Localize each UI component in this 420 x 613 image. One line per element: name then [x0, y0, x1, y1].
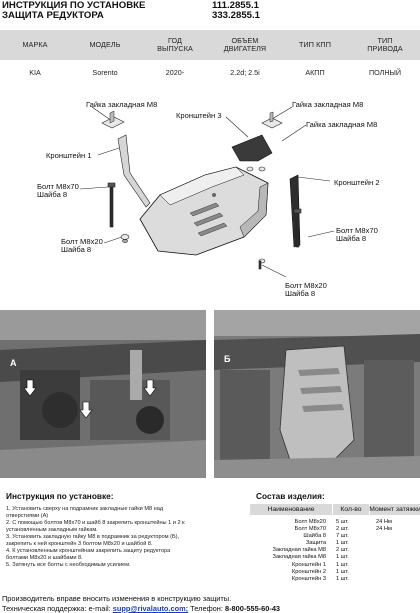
footer-disclaimer: Производитель вправе вносить изменения в…	[2, 594, 232, 603]
diagram-drawing	[79, 106, 335, 278]
doc-code-1: 111.2855.1	[212, 0, 259, 11]
footer-support: Техническая поддержка: e-mail: supp@riva…	[2, 604, 281, 613]
instruction-line: закрепить к ней кронштейн 3 болтом М8х20…	[6, 540, 153, 547]
spec-header-band	[0, 30, 420, 60]
support-phone: 8-800-555-60-43	[224, 604, 281, 613]
nut-left-shape	[101, 110, 125, 129]
instructions-title: Инструкция по установке:	[6, 491, 114, 501]
instruction-line: 2. С помощью болтов М8х70 и шайб 8 закре…	[6, 519, 185, 526]
instruction-line: отверстиями (А)	[6, 512, 49, 519]
instruction-line: 1. Установить сверху на подрамник заклад…	[6, 506, 164, 512]
instruction-line: 3. Установить закладную гайку М8 в подра…	[6, 533, 180, 540]
label-nut-right-top: Гайка закладная М8	[292, 100, 364, 109]
spec-value-brand: KIA	[29, 67, 41, 77]
gearbox-guard-shape	[139, 166, 269, 256]
spec-header-model: МОДЕЛЬ	[89, 39, 121, 49]
label-nut-left: Гайка закладная М8	[86, 100, 158, 109]
label-nut-right-bottom: Гайка закладная М8	[306, 120, 378, 129]
label-bracket-1: Кронштейн 1	[46, 151, 92, 160]
instructions-list: 1. Установить сверху на подрамник заклад…	[6, 506, 244, 569]
parts-title: Состав изделия:	[256, 491, 325, 501]
instruction-line: болтами М8х20 и шайбами 8.	[6, 554, 83, 561]
parts-header-torque: Момент затяжки	[369, 504, 420, 515]
spec-header-brand: МАРКА	[22, 39, 48, 49]
label-bracket-2: Кронштейн 2	[334, 178, 380, 187]
label-bracket-3: Кронштейн 3	[176, 111, 222, 120]
doc-title: ИНСТРУКЦИЯ ПО УСТАНОВКЕ	[2, 0, 146, 11]
bolts-shapes	[107, 166, 302, 270]
photo-before-art: А	[0, 310, 206, 478]
photo-after-art: Б	[214, 310, 420, 478]
bracket-1-shape	[117, 134, 151, 208]
bracket-3-shape	[231, 134, 273, 162]
spec-value-engine: 2.2d; 2.5i	[230, 67, 260, 77]
spec-value-drive: ПОЛНЫЙ	[368, 67, 402, 77]
doc-subtitle: ЗАЩИТА РЕДУКТОРА	[2, 10, 104, 21]
support-email-link[interactable]: supp@rivalauto.com;	[112, 604, 189, 613]
photo-marker-label: А	[10, 358, 17, 368]
parts-header-name: Наименование	[250, 504, 332, 515]
photo-marker-label: Б	[224, 354, 231, 364]
spec-value-year: 2020-	[165, 67, 185, 77]
photo-after: Б	[214, 310, 420, 478]
doc-code-2: 333.2855.1	[212, 10, 261, 21]
parts-header-qty: Кол-во	[333, 504, 369, 515]
instruction-line: 4. К установленным кронштейнам закрепить…	[6, 547, 171, 554]
spec-value-model: Sorento	[92, 67, 118, 77]
instruction-line: установленным закладным гайкам.	[6, 526, 98, 533]
spec-header-gearbox: ТИП КПП	[299, 39, 331, 49]
photo-before: А	[0, 310, 206, 478]
instruction-line: 5. Затянуть все болты с необходимым усил…	[6, 561, 131, 568]
spec-value-gearbox: АКПП	[305, 67, 325, 77]
exploded-diagram: Гайка закладная М8 Гайка закладная М8 Га…	[0, 95, 420, 305]
